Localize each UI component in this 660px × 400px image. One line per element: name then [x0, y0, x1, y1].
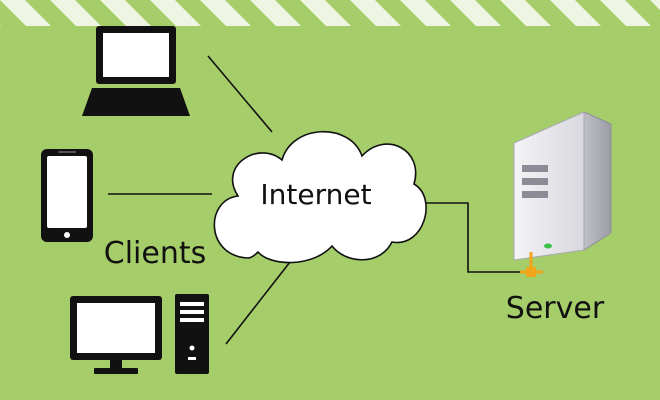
laptop-icon: [82, 26, 190, 116]
stripe: [50, 0, 101, 26]
stripe: [350, 0, 401, 26]
striped-top-band: [0, 0, 660, 26]
cloud-icon: [213, 130, 427, 264]
stripe: [650, 0, 660, 10]
connection-links: [108, 55, 520, 345]
stripe: [100, 0, 151, 26]
link-internet-server: [425, 202, 520, 273]
server-label: Server: [506, 291, 605, 326]
server-tower-icon: [512, 111, 613, 261]
link-desktop-internet: [225, 261, 291, 345]
stripe: [0, 0, 51, 26]
stripe: [600, 0, 651, 26]
internet-label: Internet: [260, 178, 371, 211]
clients-label: Clients: [104, 236, 206, 271]
desktop-computer-icon: [70, 294, 209, 374]
stripe: [300, 0, 351, 26]
stripe: [0, 25, 1, 26]
smartphone-icon: [41, 149, 93, 242]
stripe: [200, 0, 251, 26]
stripe: [150, 0, 201, 26]
stripe: [500, 0, 551, 26]
stripe: [400, 0, 451, 26]
stripe: [450, 0, 501, 26]
link-laptop-internet: [207, 55, 273, 133]
network-connector-icon: [520, 252, 543, 277]
stripe: [250, 0, 301, 26]
stripe: [550, 0, 601, 26]
